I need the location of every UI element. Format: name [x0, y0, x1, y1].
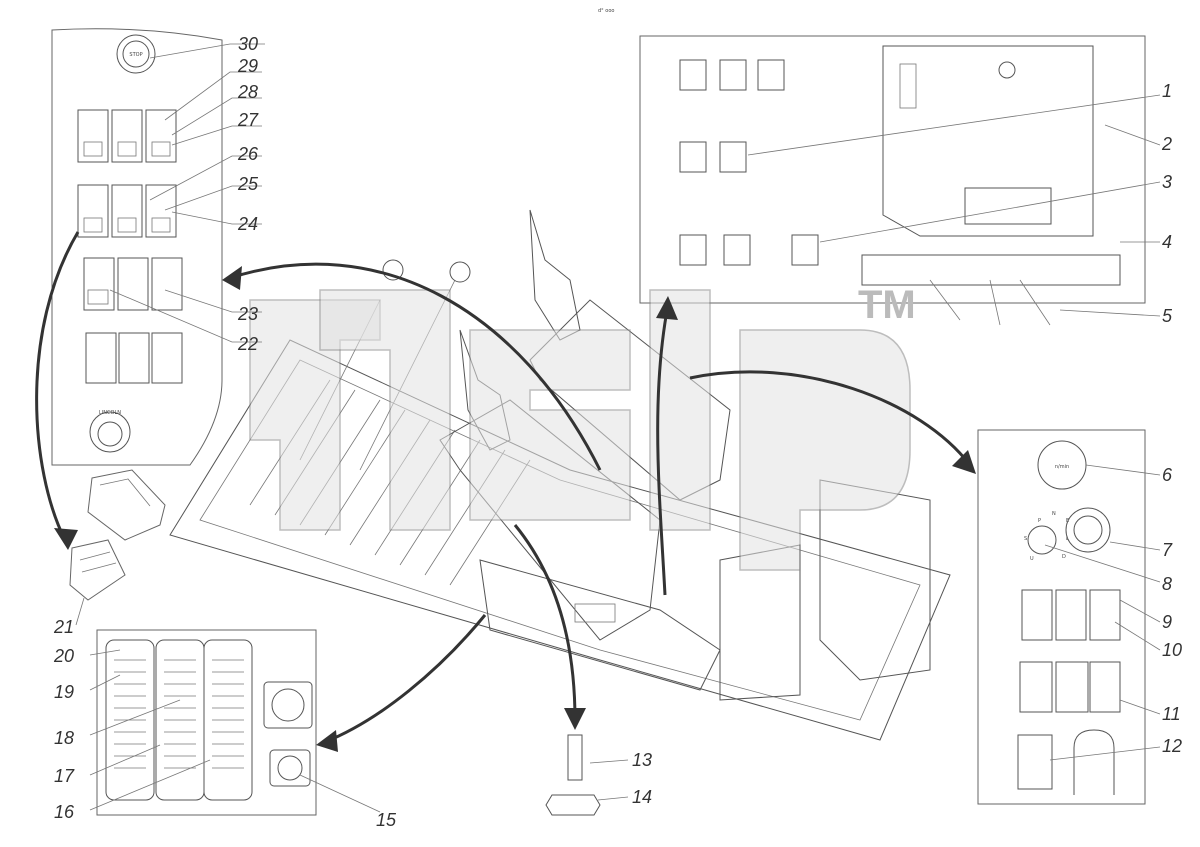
stop-button: STOP — [116, 34, 156, 74]
callout-12: 12 — [1162, 736, 1182, 756]
speed-gauge-label: n/min — [1055, 464, 1069, 470]
callout-14: 14 — [632, 787, 652, 807]
callout-19: 19 — [54, 682, 74, 702]
arrow-to-rocker — [35, 231, 80, 541]
gear-d: D — [1062, 554, 1066, 560]
callout-29: 29 — [237, 56, 258, 76]
callout-4: 4 — [1162, 232, 1172, 252]
callout-6: 6 — [1162, 465, 1173, 485]
arrow-to-right-panel — [689, 370, 972, 466]
callout-26: 26 — [237, 144, 259, 164]
gear-u: U — [1030, 556, 1034, 562]
lincoln-button-label: LINCOLN — [99, 410, 121, 416]
callout-numbers: 1 2 3 4 5 6 7 8 9 10 11 12 13 14 15 16 1… — [53, 34, 1182, 830]
ignition-switch — [1065, 507, 1111, 553]
callout-2: 2 — [1161, 134, 1172, 154]
arrow-to-relay-panel — [656, 304, 670, 596]
callout-11: 11 — [1162, 704, 1181, 724]
relay-group — [679, 59, 819, 266]
callout-8: 8 — [1162, 574, 1172, 594]
callout-28: 28 — [237, 82, 258, 102]
arrow-to-plug — [513, 524, 577, 721]
callout-13: 13 — [632, 750, 652, 770]
left-switch-panel: STOP — [51, 28, 223, 466]
gear-p: P — [1038, 518, 1041, 524]
callout-7: 7 — [1162, 540, 1173, 560]
callout-15: 15 — [376, 810, 397, 830]
stop-button-label: STOP — [129, 52, 142, 58]
callout-30: 30 — [238, 34, 258, 54]
flow-arrows — [35, 231, 976, 752]
watermark: TM — [249, 283, 916, 571]
callout-3: 3 — [1162, 172, 1172, 192]
arrow-to-left-panel — [229, 262, 602, 471]
leader-lines — [75, 43, 1161, 813]
right-switch-panel: n/min P N E S L U D — [977, 429, 1146, 805]
gear-s: S — [1024, 536, 1027, 542]
callout-23: 23 — [237, 304, 258, 324]
gear-n: N — [1052, 511, 1056, 517]
rocker-switch-detail — [69, 469, 166, 601]
callout-18: 18 — [54, 728, 74, 748]
callout-20: 20 — [53, 646, 74, 666]
fuse-box-detail — [96, 629, 317, 816]
callout-1: 1 — [1162, 81, 1172, 101]
rocker-switch-row-3 — [83, 257, 183, 311]
callout-21: 21 — [53, 617, 74, 637]
callout-24: 24 — [237, 214, 258, 234]
arrow-to-fuse-box — [324, 614, 487, 744]
relay-controller-panel — [639, 35, 1146, 326]
callout-22: 22 — [237, 334, 258, 354]
callout-5: 5 — [1162, 306, 1173, 326]
blank-switch-row — [85, 332, 183, 384]
callout-27: 27 — [237, 110, 259, 130]
watermark-tm: TM — [858, 283, 916, 327]
callout-10: 10 — [1162, 640, 1182, 660]
callout-16: 16 — [54, 802, 75, 822]
rocker-switch-row-1 — [77, 109, 177, 163]
lincoln-button: LINCOLN — [89, 410, 131, 453]
top-mark: d° ooo — [598, 8, 614, 14]
callout-25: 25 — [237, 174, 259, 194]
callout-9: 9 — [1162, 612, 1172, 632]
callout-17: 17 — [54, 766, 75, 786]
rocker-switch-row-2 — [77, 184, 177, 238]
